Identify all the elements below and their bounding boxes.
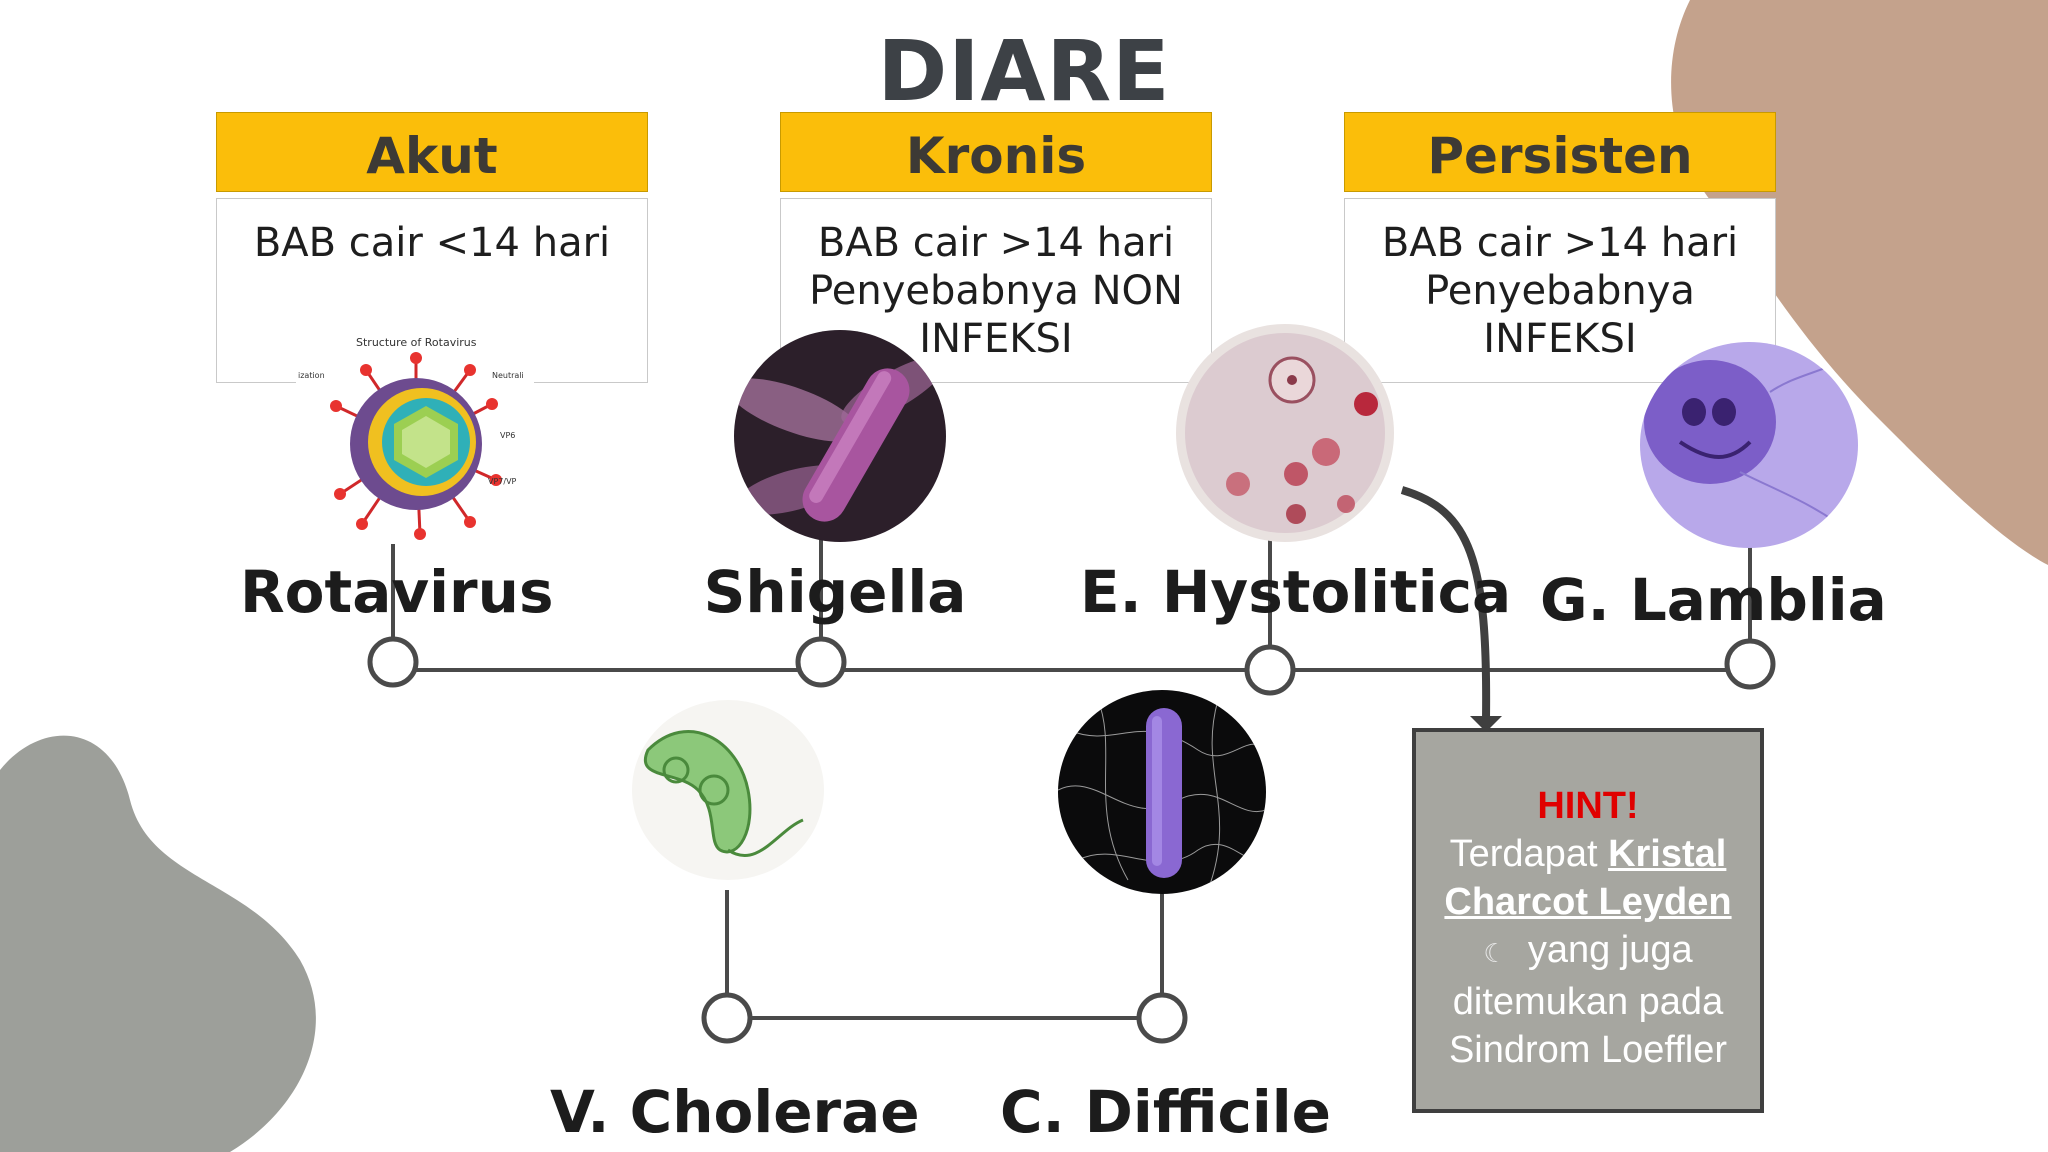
- category-header-kronis: Kronis: [780, 112, 1212, 192]
- timeline-node: [1244, 644, 1296, 696]
- hint-arrowhead: [1470, 716, 1502, 732]
- organism-label-c-difficile: C. Difficile: [1000, 1078, 1331, 1146]
- rotavirus-label: Neutrali: [492, 371, 524, 380]
- rotavirus-label: VP7/VP: [488, 477, 517, 486]
- organism-label-e-hystolitica: E. Hystolitica: [1080, 558, 1512, 626]
- organism-label-g-lamblia: G. Lamblia: [1540, 566, 1887, 634]
- organism-label-rotavirus: Rotavirus: [240, 558, 554, 626]
- moon-icon: ☾: [1483, 939, 1507, 969]
- hint-text: yang juga: [1527, 929, 1693, 971]
- timeline-node: [1136, 992, 1188, 1044]
- hint-line: ☾ yang juga: [1416, 926, 1760, 978]
- giardia-image: [1640, 342, 1858, 548]
- hint-arrow: [1400, 486, 1491, 721]
- rotavirus-label: VP6: [500, 431, 515, 440]
- gray-blob: [0, 735, 316, 1152]
- category-line: INFEKSI: [1483, 316, 1637, 362]
- category-header-persisten: Persisten: [1344, 112, 1776, 192]
- hint-pre: Terdapat: [1449, 833, 1598, 875]
- hint-box: HINT! Terdapat Kristal Charcot Leyden ☾ …: [1412, 728, 1764, 1113]
- category-line: Penyebabnya NON: [809, 268, 1183, 314]
- hint-title: HINT!: [1537, 785, 1639, 827]
- category-line: BAB cair >14 hari: [1381, 220, 1739, 266]
- vibrio-image: [628, 700, 828, 886]
- hint-line: Terdapat Kristal: [1416, 830, 1760, 878]
- hint-emphasis: Kristal: [1608, 833, 1727, 875]
- entamoeba-image: [1176, 324, 1394, 542]
- category-line: BAB cair <14 hari: [253, 220, 611, 266]
- timeline-node: [701, 992, 753, 1044]
- shigella-image: [734, 330, 946, 542]
- rotavirus-diagram-title: Structure of Rotavirus: [356, 336, 477, 349]
- rotavirus-image: Structure of Rotavirus ization Neutrali …: [296, 334, 534, 544]
- clostridium-image: [1058, 690, 1266, 894]
- timeline-node: [367, 636, 419, 688]
- category-line: BAB cair >14 hari: [817, 220, 1175, 266]
- organism-label-v-cholerae: V. Cholerae: [550, 1078, 920, 1146]
- timeline-node: [1724, 638, 1776, 690]
- category-line: Penyebabnya: [1425, 268, 1695, 314]
- category-line: INFEKSI: [919, 316, 1073, 362]
- timeline-node: [795, 636, 847, 688]
- organism-label-shigella: Shigella: [703, 558, 967, 626]
- hint-line: Sindrom Loeffler: [1448, 1029, 1728, 1071]
- hint-emphasis: Charcot Leyden: [1444, 881, 1732, 923]
- page-title: DIARE: [877, 22, 1171, 120]
- rotavirus-label: ization: [298, 371, 325, 380]
- category-header-akut: Akut: [216, 112, 648, 192]
- hint-line: ditemukan pada: [1452, 981, 1724, 1023]
